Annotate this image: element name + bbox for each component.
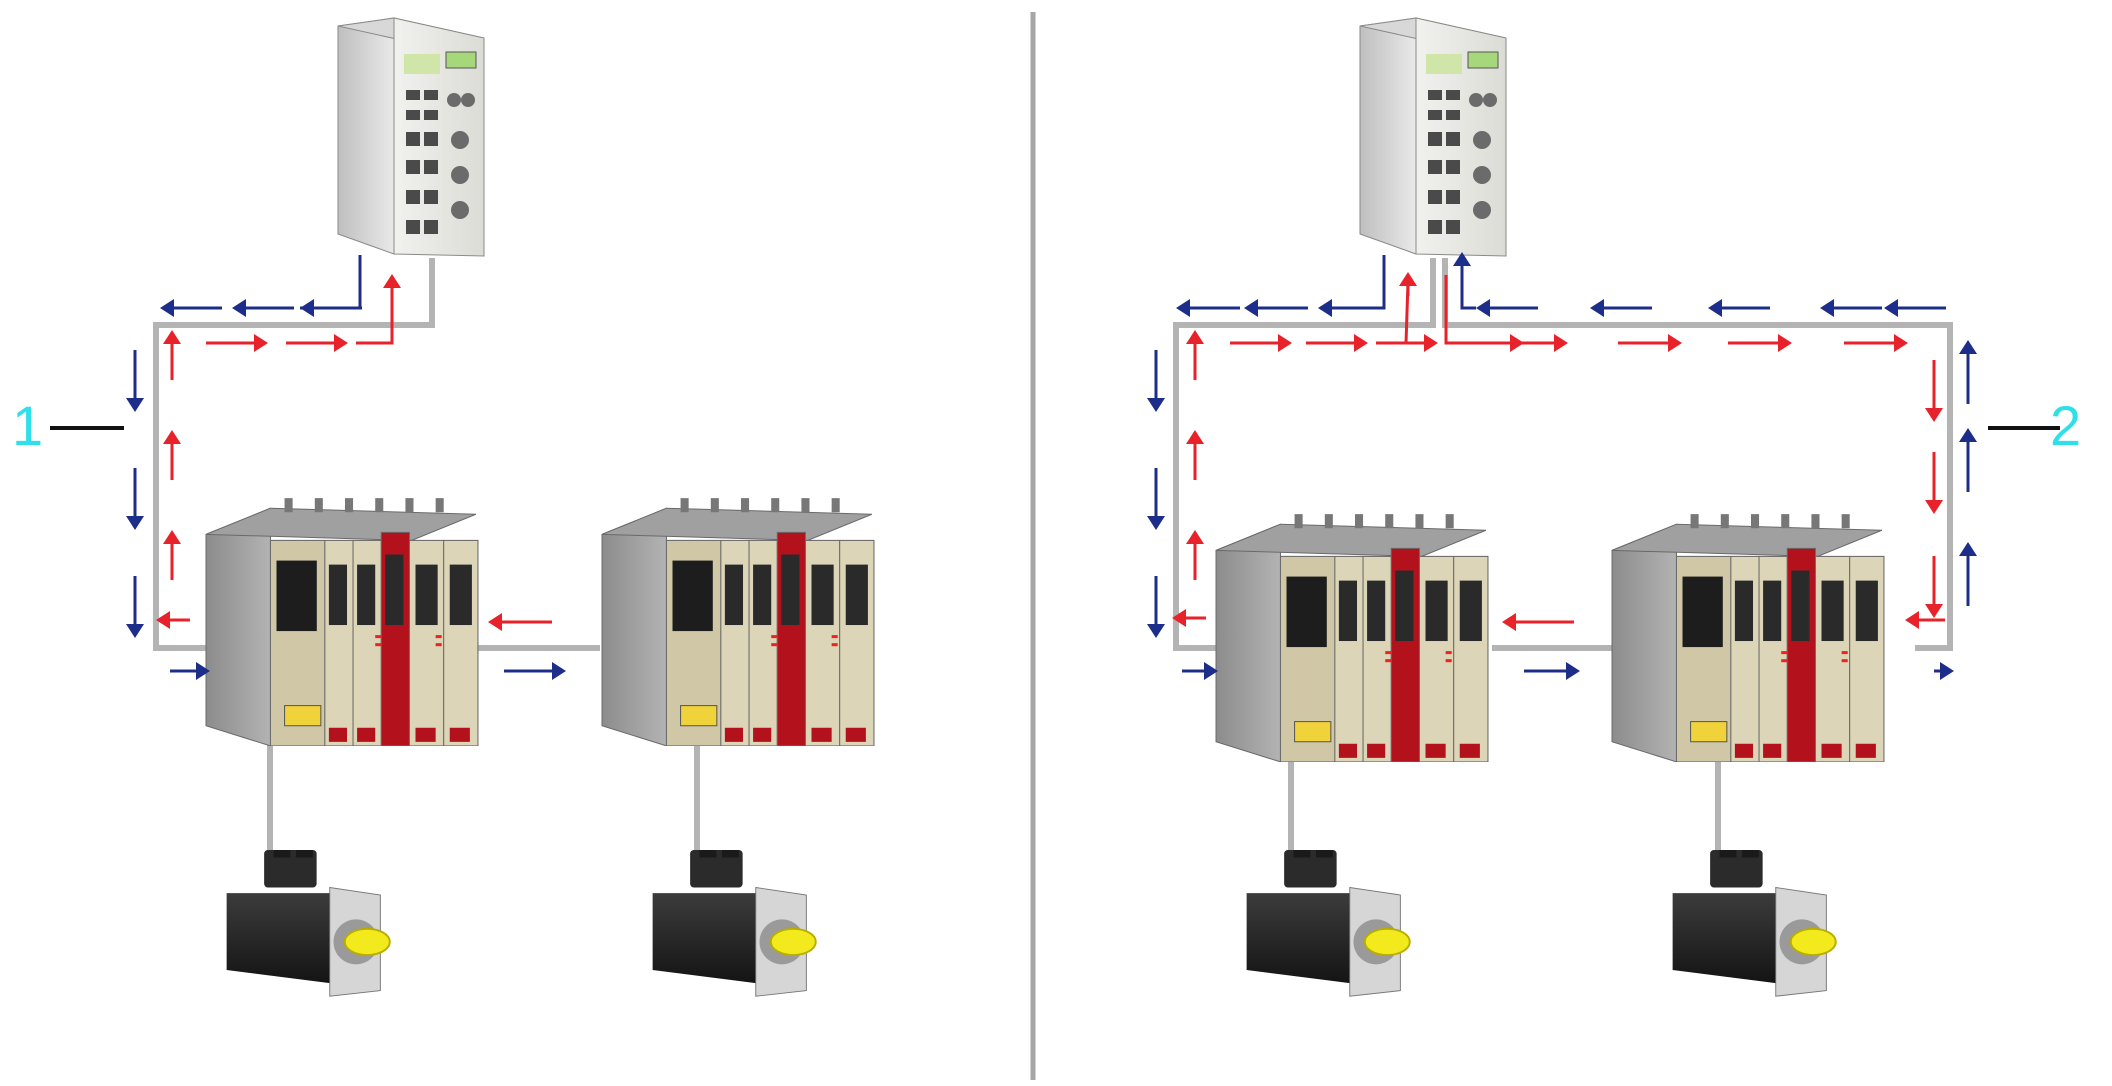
return-arrow xyxy=(1476,299,1538,317)
forward-arrow xyxy=(1844,334,1908,352)
return-arrow xyxy=(232,299,294,317)
forward-arrow xyxy=(1925,452,1943,514)
return-arrow xyxy=(1884,299,1946,317)
forward-arrow xyxy=(1399,272,1417,296)
forward-arrow xyxy=(1618,334,1682,352)
forward-arrow xyxy=(1186,330,1204,380)
forward-arrow xyxy=(383,274,401,300)
forward-arrow xyxy=(1925,360,1943,422)
callout-1: 1 xyxy=(12,394,44,457)
return-arrow xyxy=(1147,468,1165,530)
drive-2-left xyxy=(601,497,875,746)
return-arrow xyxy=(1959,428,1977,492)
motor-1-left xyxy=(226,850,391,998)
data-flow-arrows xyxy=(126,252,1977,680)
forward-arrow xyxy=(156,611,190,629)
return-lead xyxy=(1320,255,1386,310)
forward-arrow xyxy=(163,330,181,380)
callout-2: 2 xyxy=(2050,394,2082,457)
return-arrow xyxy=(1524,662,1580,680)
controller-left xyxy=(337,17,485,257)
drive-2-right xyxy=(1611,513,1885,762)
return-arrow xyxy=(504,662,566,680)
return-arrow xyxy=(1176,299,1240,317)
return-arrow xyxy=(160,299,222,317)
return-arrow xyxy=(1147,350,1165,412)
return-arrow xyxy=(1820,299,1882,317)
forward-arrow xyxy=(488,613,552,631)
return-arrow xyxy=(1453,252,1471,292)
cables-left xyxy=(153,258,700,860)
return-lead xyxy=(1460,272,1476,310)
motor-2-right xyxy=(1672,850,1837,998)
forward-arrow xyxy=(1186,430,1204,480)
return-arrow xyxy=(1147,576,1165,638)
forward-arrow xyxy=(1925,556,1943,618)
forward-arrow xyxy=(206,334,268,352)
forward-arrow xyxy=(1905,611,1945,629)
forward-arrow xyxy=(1230,334,1292,352)
forward-arrow xyxy=(1172,609,1206,627)
drive-1-right xyxy=(1215,513,1489,762)
forward-arrow xyxy=(1502,613,1574,631)
return-arrow xyxy=(1708,299,1770,317)
forward-arrow xyxy=(163,430,181,480)
controller-right xyxy=(1359,17,1507,257)
forward-arrow xyxy=(1376,334,1438,352)
drive-1-left xyxy=(205,497,479,746)
forward-arrow xyxy=(286,334,348,352)
forward-arrow xyxy=(1728,334,1792,352)
return-arrow xyxy=(1244,299,1308,317)
return-arrow xyxy=(126,576,144,638)
return-arrow xyxy=(1182,662,1218,680)
motor-2-left xyxy=(652,850,817,998)
return-arrow xyxy=(1959,542,1977,606)
forward-arrow xyxy=(1306,334,1368,352)
return-arrow xyxy=(1590,299,1652,317)
return-arrow xyxy=(1959,340,1977,404)
return-arrow xyxy=(126,468,144,530)
forward-lead xyxy=(356,282,394,345)
forward-arrow xyxy=(163,530,181,580)
return-arrow xyxy=(126,350,144,412)
motor-1-right xyxy=(1246,850,1411,998)
return-arrow xyxy=(1934,662,1954,680)
return-lead xyxy=(300,255,362,310)
forward-arrow xyxy=(1504,334,1568,352)
forward-arrow xyxy=(1186,530,1204,580)
return-arrow xyxy=(170,662,210,680)
